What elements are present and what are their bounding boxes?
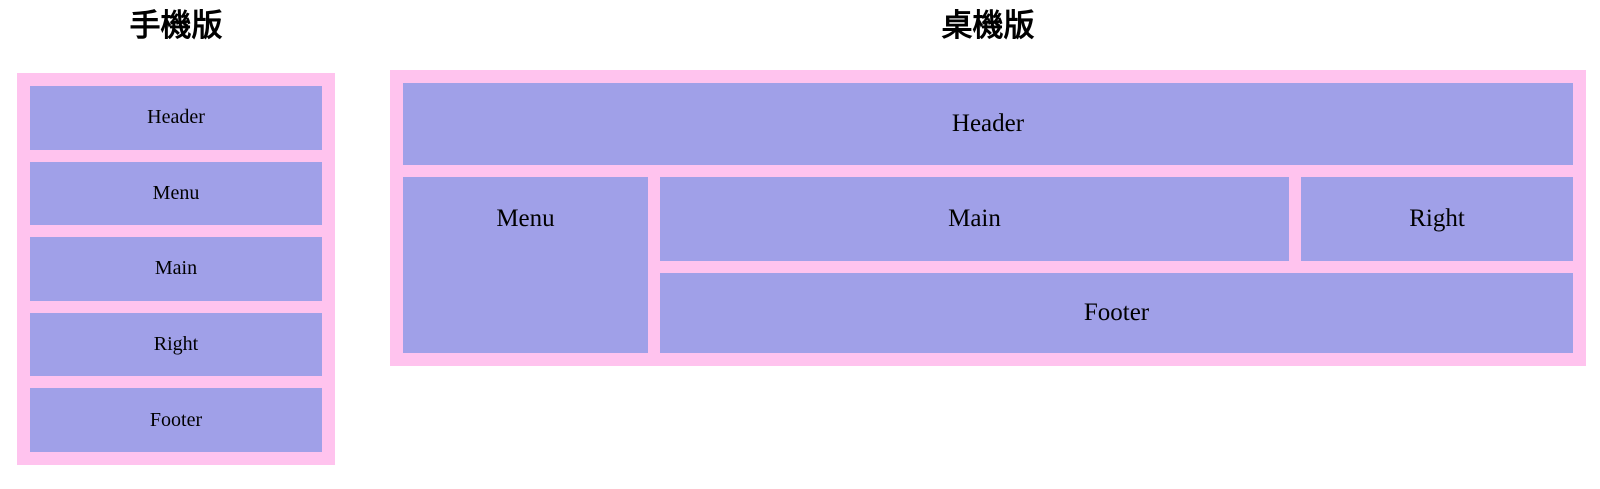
desktop-footer-label: Footer: [1083, 299, 1150, 326]
mobile-version-title: 手機版: [129, 8, 223, 43]
desktop-version-title: 桌機版: [941, 8, 1035, 43]
desktop-main-label: Main: [948, 205, 1001, 232]
mobile-layout-container: Header Menu Main Right Footer: [17, 73, 335, 465]
desktop-main-box: Main: [660, 177, 1289, 261]
desktop-right-box: Right: [1301, 177, 1573, 261]
mobile-menu-label: Menu: [152, 181, 200, 204]
mobile-footer-box: Footer: [30, 388, 322, 452]
desktop-header-box: Header: [403, 83, 1573, 165]
desktop-header-label: Header: [951, 110, 1025, 137]
mobile-header-label: Header: [147, 106, 205, 129]
mobile-main-label: Main: [154, 257, 198, 280]
mobile-header-box: Header: [30, 86, 322, 150]
desktop-layout-container: Header Menu Main Right Footer: [390, 70, 1586, 366]
desktop-footer-box: Footer: [660, 273, 1573, 353]
mobile-menu-box: Menu: [30, 161, 322, 226]
mobile-right-box: Right: [30, 312, 322, 377]
desktop-menu-label: Menu: [496, 205, 555, 232]
mobile-footer-label: Footer: [149, 408, 203, 431]
mobile-right-label: Right: [153, 333, 199, 356]
desktop-right-label: Right: [1409, 205, 1465, 232]
mobile-main-box: Main: [30, 237, 322, 301]
desktop-menu-box: Menu: [403, 177, 648, 353]
